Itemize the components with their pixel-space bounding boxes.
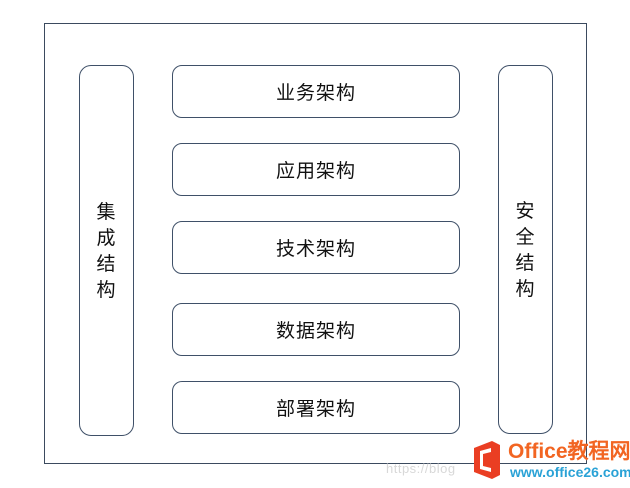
integration-char-4: 构 — [96, 278, 117, 301]
technology-architecture-box: 技术架构 — [172, 221, 460, 274]
office-logo-brand: Office教程网 — [508, 440, 630, 463]
data-architecture-label: 数据架构 — [275, 320, 356, 342]
application-architecture-label: 应用架构 — [275, 160, 356, 182]
deployment-architecture-box: 部署架构 — [172, 381, 460, 434]
technology-architecture-label: 技术架构 — [275, 238, 356, 260]
application-architecture-box: 应用架构 — [172, 143, 460, 196]
business-architecture-box: 业务架构 — [172, 65, 460, 118]
business-architecture-label: 业务架构 — [275, 82, 356, 104]
security-char-2: 全 — [515, 225, 536, 248]
integration-char-1: 集 — [96, 200, 117, 223]
security-structure-box: 安 全 结 构 — [498, 65, 553, 434]
office-logo-icon — [474, 441, 500, 479]
watermark-url-text: https://blog — [386, 461, 456, 476]
integration-char-2: 成 — [96, 226, 117, 249]
security-char-1: 安 — [515, 199, 536, 222]
data-architecture-box: 数据架构 — [172, 303, 460, 356]
integration-structure-label: 集 成 结 构 — [96, 199, 116, 303]
integration-char-3: 结 — [96, 252, 117, 275]
office-logo-url: www.office26.com — [510, 464, 630, 480]
security-char-3: 结 — [515, 251, 536, 274]
office-logo: Office教程网 www.office26.com — [470, 437, 630, 485]
security-char-4: 构 — [515, 277, 536, 300]
integration-structure-box: 集 成 结 构 — [79, 65, 134, 436]
security-structure-label: 安 全 结 构 — [515, 198, 535, 302]
deployment-architecture-label: 部署架构 — [275, 398, 356, 420]
